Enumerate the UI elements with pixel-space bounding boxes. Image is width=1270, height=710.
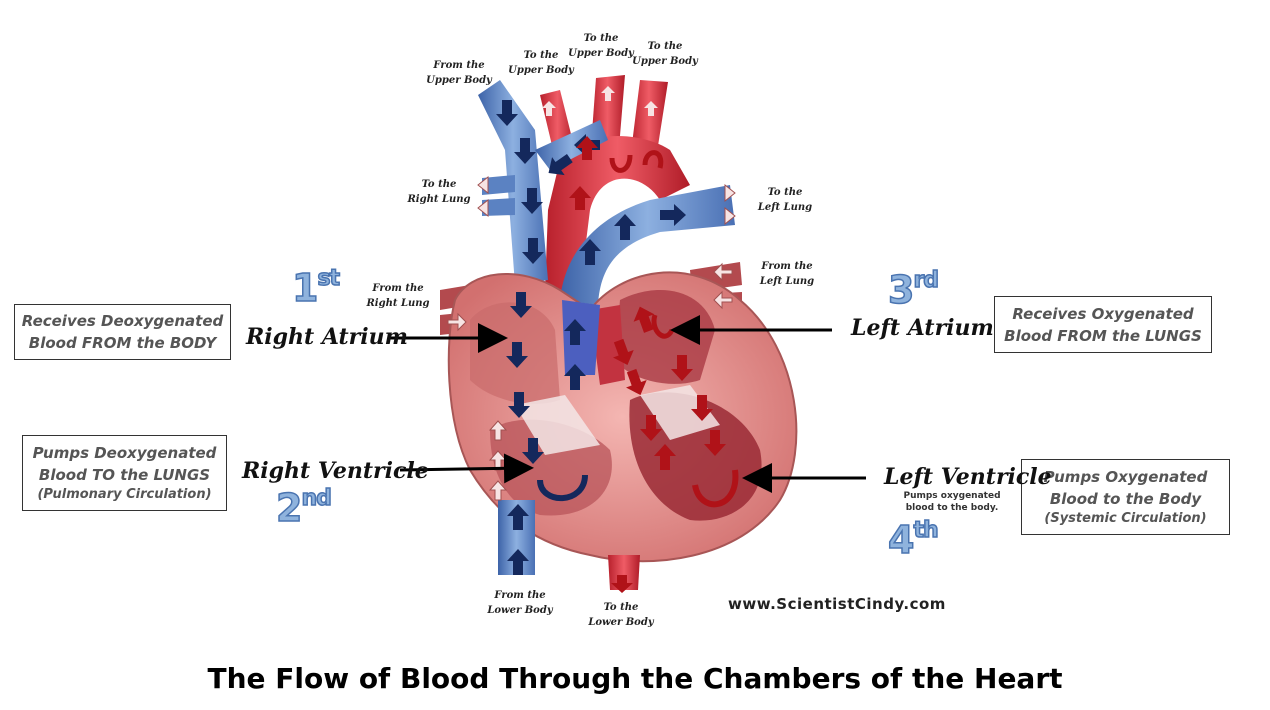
box-line: Pumps Oxygenated bbox=[1043, 468, 1208, 486]
box-line: Blood TO the LUNGS bbox=[38, 466, 211, 484]
label-line: Right Lung bbox=[366, 298, 430, 309]
oxygenated-flow-arrows bbox=[569, 136, 739, 593]
note-line: blood to the body. bbox=[905, 503, 999, 513]
label-line: Upper Body bbox=[508, 65, 574, 76]
note-line: Pumps oxygenated bbox=[903, 491, 1001, 501]
left-ventricle-label: Left Ventricle bbox=[884, 464, 1052, 490]
label-line: From the bbox=[761, 261, 813, 272]
box-subline: (Systemic Circulation) bbox=[1044, 511, 1207, 526]
label-line: Upper Body bbox=[426, 75, 492, 86]
box-line: Pumps Deoxygenated bbox=[32, 444, 217, 462]
box-line: Blood FROM the LUNGS bbox=[1004, 326, 1202, 345]
deoxygenated-flow-arrows bbox=[496, 100, 686, 575]
ordinal-number: 3 bbox=[887, 267, 915, 313]
label-line: From the bbox=[372, 283, 424, 294]
left-ventricle-note: Pumps oxygenated blood to the body. bbox=[898, 490, 1006, 514]
right-pulmonary-artery bbox=[482, 175, 515, 216]
label-line: To the bbox=[647, 41, 683, 52]
label-line: To the bbox=[523, 50, 559, 61]
to-upper-body-label-3: To the Upper Body bbox=[630, 39, 700, 69]
label-line: Upper Body bbox=[568, 48, 634, 59]
label-line: Left Lung bbox=[757, 202, 813, 213]
ordinal-suffix: st bbox=[317, 265, 341, 292]
right-atrium-label: Right Atrium bbox=[246, 324, 408, 350]
box-subline: (Pulmonary Circulation) bbox=[37, 487, 212, 502]
ordinal-number: 4 bbox=[887, 517, 915, 563]
label-line: Lower Body bbox=[588, 617, 654, 628]
left-atrium-label: Left Atrium bbox=[851, 315, 994, 341]
label-line: From the bbox=[494, 590, 546, 601]
from-left-lung-label: From the Left Lung bbox=[752, 259, 822, 289]
pulmonary-trunk bbox=[560, 185, 735, 305]
ordinal-number: 2 bbox=[275, 485, 303, 531]
pumps-deoxygenated-box: Pumps Deoxygenated Blood TO the LUNGS (P… bbox=[22, 435, 227, 511]
descending-aorta bbox=[608, 555, 640, 590]
to-lower-body-label: To the Lower Body bbox=[586, 600, 656, 630]
box-line: Receives Deoxygenated bbox=[21, 312, 224, 330]
receives-oxygenated-box: Receives Oxygenated Blood FROM the LUNGS bbox=[994, 296, 1212, 353]
label-line: To the bbox=[767, 187, 803, 198]
right-ventricle-label: Right Ventricle bbox=[242, 458, 429, 484]
ordinal-first: 1st bbox=[291, 265, 341, 311]
label-line: From the bbox=[433, 60, 485, 71]
inferior-vena-cava bbox=[498, 500, 535, 575]
from-right-lung-label: From the Right Lung bbox=[363, 281, 433, 311]
ordinal-third: 3rd bbox=[887, 267, 940, 313]
from-lower-body-label: From the Lower Body bbox=[485, 588, 555, 618]
label-line: To the bbox=[583, 33, 619, 44]
ordinal-suffix: nd bbox=[301, 485, 333, 512]
ordinal-second: 2nd bbox=[275, 485, 333, 531]
diagram-title: The Flow of Blood Through the Chambers o… bbox=[207, 662, 1063, 695]
to-left-lung-label: To the Left Lung bbox=[750, 185, 820, 215]
label-line: To the bbox=[421, 179, 457, 190]
box-line: Receives Oxygenated bbox=[1012, 304, 1194, 323]
to-upper-body-label-1: To the Upper Body bbox=[506, 48, 576, 78]
receives-deoxygenated-box: Receives Deoxygenated Blood FROM the BOD… bbox=[14, 304, 231, 360]
ordinal-fourth: 4th bbox=[887, 517, 940, 563]
website-credit: www.ScientistCindy.com bbox=[728, 595, 946, 613]
to-upper-body-label-2: To the Upper Body bbox=[566, 31, 636, 61]
pumps-oxygenated-box: Pumps Oxygenated Blood to the Body (Syst… bbox=[1021, 459, 1230, 535]
label-line: Lower Body bbox=[487, 605, 553, 616]
aortic-root bbox=[590, 305, 625, 385]
label-line: Left Lung bbox=[759, 276, 815, 287]
light-flow-arrows bbox=[447, 175, 736, 501]
box-line: Blood to the Body bbox=[1049, 490, 1202, 508]
to-right-lung-label: To the Right Lung bbox=[404, 177, 474, 207]
ordinal-number: 1 bbox=[291, 265, 319, 311]
artery-up-arrows bbox=[542, 86, 658, 116]
label-line: To the bbox=[603, 602, 639, 613]
pointer-lines bbox=[390, 315, 866, 493]
label-line: Right Lung bbox=[407, 194, 471, 205]
label-line: Upper Body bbox=[632, 56, 698, 67]
ordinal-suffix: rd bbox=[913, 267, 940, 294]
from-upper-body-label: From the Upper Body bbox=[424, 58, 494, 88]
ordinal-suffix: th bbox=[913, 517, 940, 544]
box-line: Blood FROM the BODY bbox=[28, 334, 217, 352]
